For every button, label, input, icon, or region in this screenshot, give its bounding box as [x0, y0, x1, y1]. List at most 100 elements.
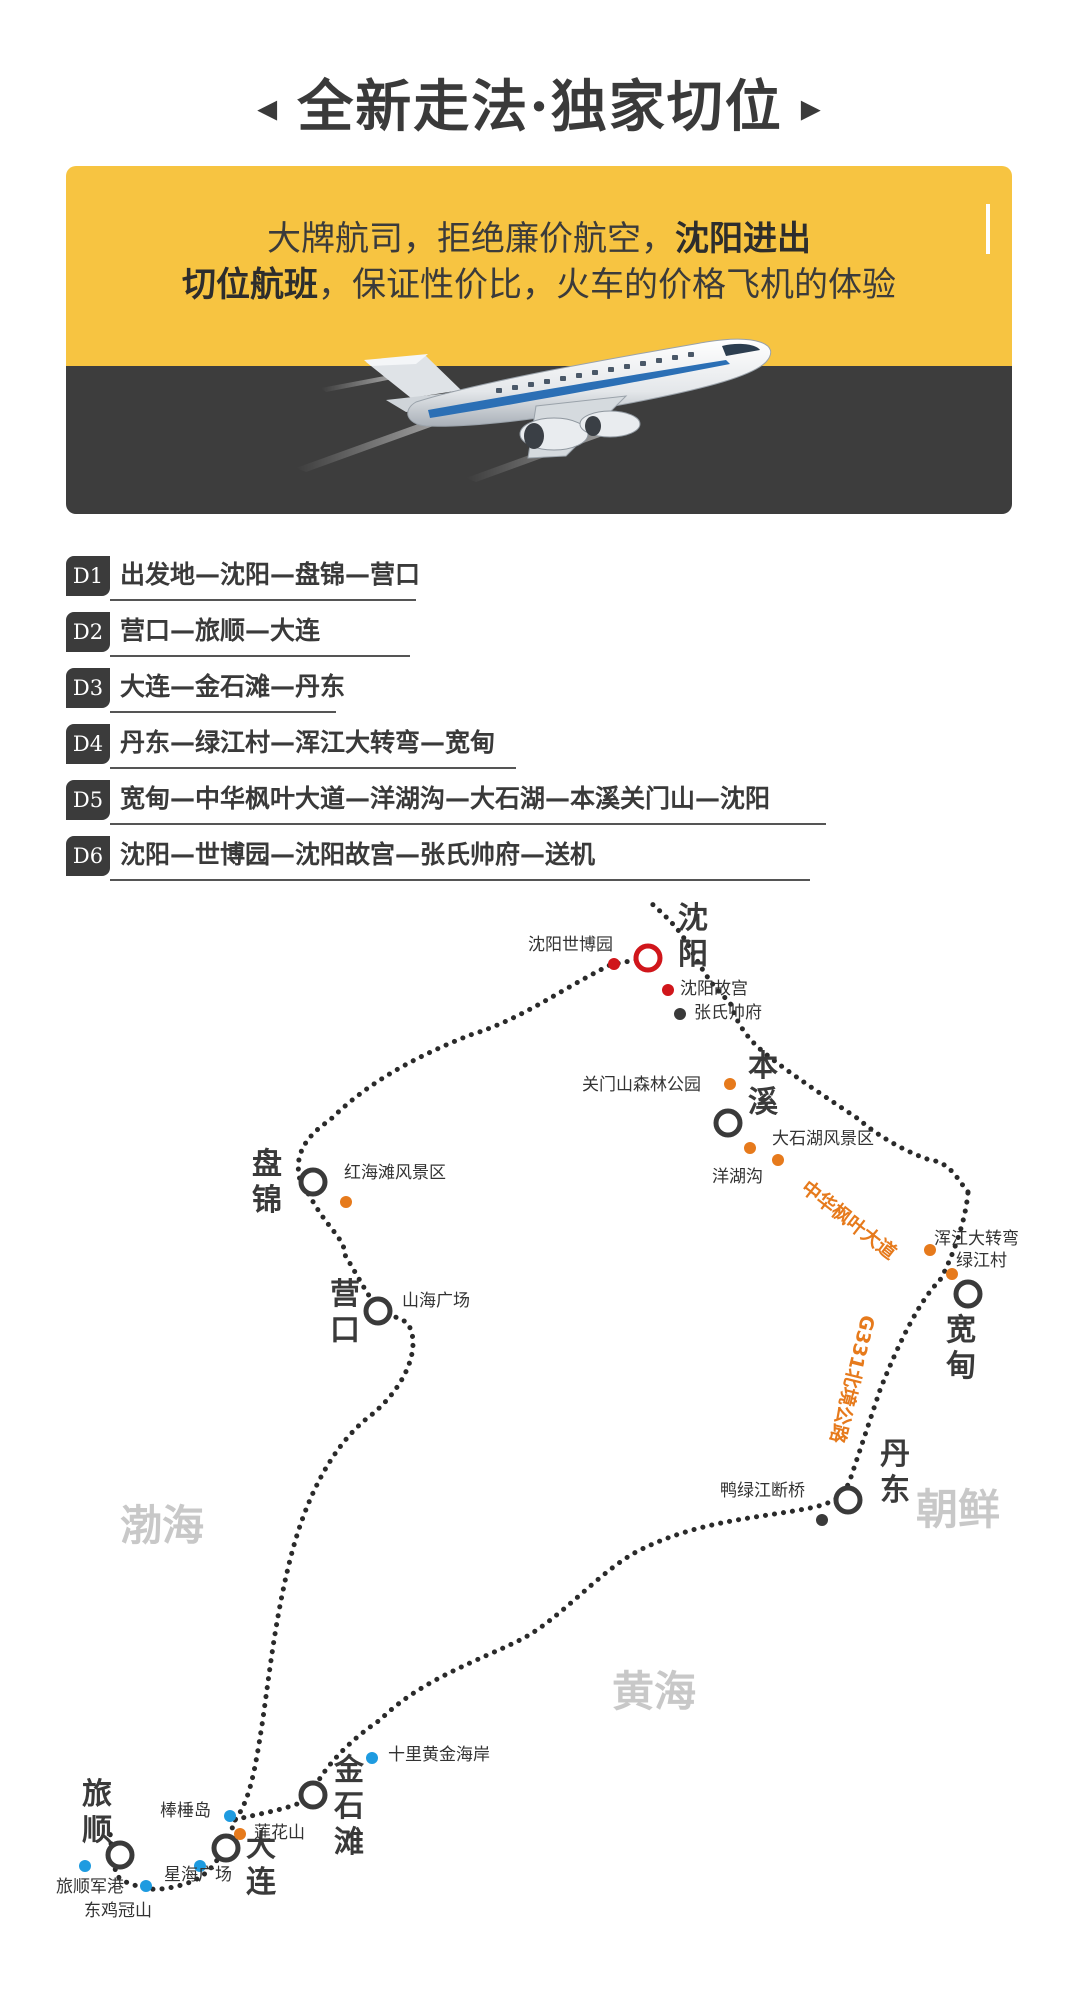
svg-text:连: 连	[246, 1865, 277, 1900]
city-marker-benxi	[713, 1108, 743, 1138]
poi-dot	[946, 1268, 958, 1280]
city-label-kuandian: 宽	[946, 1313, 976, 1348]
poi-label: 东鸡冠山	[84, 1901, 152, 1921]
city-marker-panjin	[298, 1167, 328, 1197]
sea-label-huanghai: 黄海	[612, 1667, 696, 1716]
poi-dot	[662, 984, 674, 996]
airplane-icon	[296, 338, 772, 482]
poi-label: 大石湖风景区	[772, 1129, 874, 1149]
city-labels: 沈 阳 本 溪 盘 锦 营 口 宽 甸 丹 东 金 石 滩 大 连 旅 顺	[82, 901, 976, 1900]
flight-banner: 大牌航司，拒绝廉价航空，沈阳进出 切位航班，保证性价比，火车的价格飞机的体验	[66, 166, 1012, 514]
svg-text:溪: 溪	[748, 1085, 779, 1120]
day-route: 出发地—沈阳—盘锦—营口	[120, 560, 421, 589]
itinerary-day: D6 沈阳—世博园—沈阳故宫—张氏帅府—送机	[66, 836, 966, 892]
day-badge: D2	[66, 612, 110, 652]
poi-dot	[234, 1828, 246, 1840]
poi-label: 沈阳世博园	[528, 935, 613, 955]
city-label-jinshitan: 金	[333, 1753, 365, 1788]
route-map: 渤海 黄海 朝鲜 沈 阳 本	[56, 899, 1019, 1921]
poi-dot	[608, 958, 620, 970]
day-route: 宽甸—中华枫叶大道—洋湖沟—大石湖—本溪关门山—沈阳	[120, 784, 771, 813]
poi-dot	[772, 1154, 784, 1166]
svg-text:甸: 甸	[946, 1349, 976, 1384]
itinerary-day: D5 宽甸—中华枫叶大道—洋湖沟—大石湖—本溪关门山—沈阳	[66, 780, 966, 836]
road-label-fengye: 中华枫叶大道	[797, 1176, 901, 1264]
decorative-bar	[986, 204, 990, 254]
poi-dot	[140, 1880, 152, 1892]
day-badge: D3	[66, 668, 110, 708]
svg-text:滩: 滩	[334, 1825, 364, 1860]
day-badge: D5	[66, 780, 110, 820]
day-route: 大连—金石滩—丹东	[120, 672, 346, 701]
svg-text:顺: 顺	[82, 1813, 112, 1848]
sea-label-bohai: 渤海	[120, 1501, 204, 1550]
day-route: 沈阳—世博园—沈阳故宫—张氏帅府—送机	[120, 840, 596, 869]
city-marker-yingkou	[363, 1296, 393, 1326]
city-label-benxi: 本	[748, 1049, 778, 1084]
svg-text:东: 东	[880, 1473, 910, 1508]
itinerary-list: D1 出发地—沈阳—盘锦—营口 D2 营口—旅顺—大连 D3 大连—金石滩—丹东…	[66, 556, 966, 892]
poi-dot	[674, 1008, 686, 1020]
city-marker-dandong	[833, 1485, 863, 1515]
poi-label: 莲花山	[254, 1823, 305, 1843]
divider	[110, 599, 416, 601]
city-label-yingkou: 营	[330, 1277, 360, 1312]
day-badge: D1	[66, 556, 110, 596]
divider	[110, 655, 410, 657]
page-title: ◂ 全新走法·独家切位 ▸	[0, 62, 1080, 143]
day-badge: D6	[66, 836, 110, 876]
poi-label: 红海滩风景区	[344, 1163, 446, 1183]
poi-label: 浑江大转弯	[934, 1229, 1019, 1249]
poi-label: 绿江村	[956, 1251, 1007, 1271]
poi-labels: 沈阳世博园 沈阳故宫 张氏帅府 关门山森林公园 大石湖风景区 洋湖沟 红海滩风景…	[56, 935, 1019, 1921]
city-label-shenyang: 沈	[678, 901, 708, 936]
day-badge: D4	[66, 724, 110, 764]
city-label-lvshun: 旅	[82, 1777, 112, 1812]
svg-text:口: 口	[330, 1313, 360, 1348]
poi-label: 棒棰岛	[160, 1801, 211, 1821]
svg-text:石: 石	[333, 1789, 364, 1824]
poi-dot	[744, 1142, 756, 1154]
poi-label: 鸭绿江断桥	[720, 1481, 805, 1501]
city-markers	[105, 943, 983, 1870]
poi-dot	[724, 1078, 736, 1090]
divider	[110, 767, 516, 769]
poi-label: 沈阳故宫	[680, 979, 748, 999]
city-label-dandong: 丹	[880, 1437, 910, 1472]
divider	[110, 879, 810, 881]
itinerary-day: D1 出发地—沈阳—盘锦—营口	[66, 556, 966, 612]
arrow-left-icon: ◂	[257, 83, 280, 131]
city-label-dalian: 大	[246, 1829, 276, 1864]
poi-label: 张氏帅府	[694, 1003, 762, 1023]
poi-dot	[79, 1860, 91, 1872]
poi-label: 洋湖沟	[712, 1167, 763, 1187]
city-marker-lvshun	[105, 1840, 135, 1870]
poi-markers	[79, 958, 958, 1892]
route-path	[107, 955, 648, 1892]
poi-label: 关门山森林公园	[582, 1075, 701, 1095]
itinerary-day: D2 营口—旅顺—大连	[66, 612, 966, 668]
road-label-g331: G331北境公路	[825, 1313, 879, 1447]
day-route: 营口—旅顺—大连	[120, 616, 321, 645]
poi-dot	[340, 1196, 352, 1208]
banner-text: 大牌航司，拒绝廉价航空，沈阳进出 切位航班，保证性价比，火车的价格飞机的体验	[182, 219, 896, 305]
divider	[110, 823, 826, 825]
svg-text:锦: 锦	[252, 1183, 282, 1218]
title-text: 全新走法·独家切位	[297, 74, 783, 140]
poi-dot	[366, 1752, 378, 1764]
poi-dot	[194, 1860, 206, 1872]
itinerary-day: D4 丹东—绿江村—浑江大转弯—宽甸	[66, 724, 966, 780]
city-marker-jinshitan	[298, 1780, 328, 1810]
route-path	[647, 899, 971, 1195]
poi-dot	[224, 1810, 236, 1822]
divider	[110, 711, 336, 713]
itinerary-day: D3 大连—金石滩—丹东	[66, 668, 966, 724]
poi-label: 旅顺军港	[56, 1877, 124, 1897]
region-label-chaoxian: 朝鲜	[916, 1485, 1000, 1534]
poi-label: 十里黄金海岸	[388, 1745, 490, 1765]
svg-text:阳: 阳	[678, 937, 708, 972]
arrow-right-icon: ▸	[800, 83, 823, 131]
poi-dot	[924, 1244, 936, 1256]
city-marker-dalian	[211, 1833, 241, 1863]
city-label-panjin: 盘	[252, 1147, 282, 1182]
